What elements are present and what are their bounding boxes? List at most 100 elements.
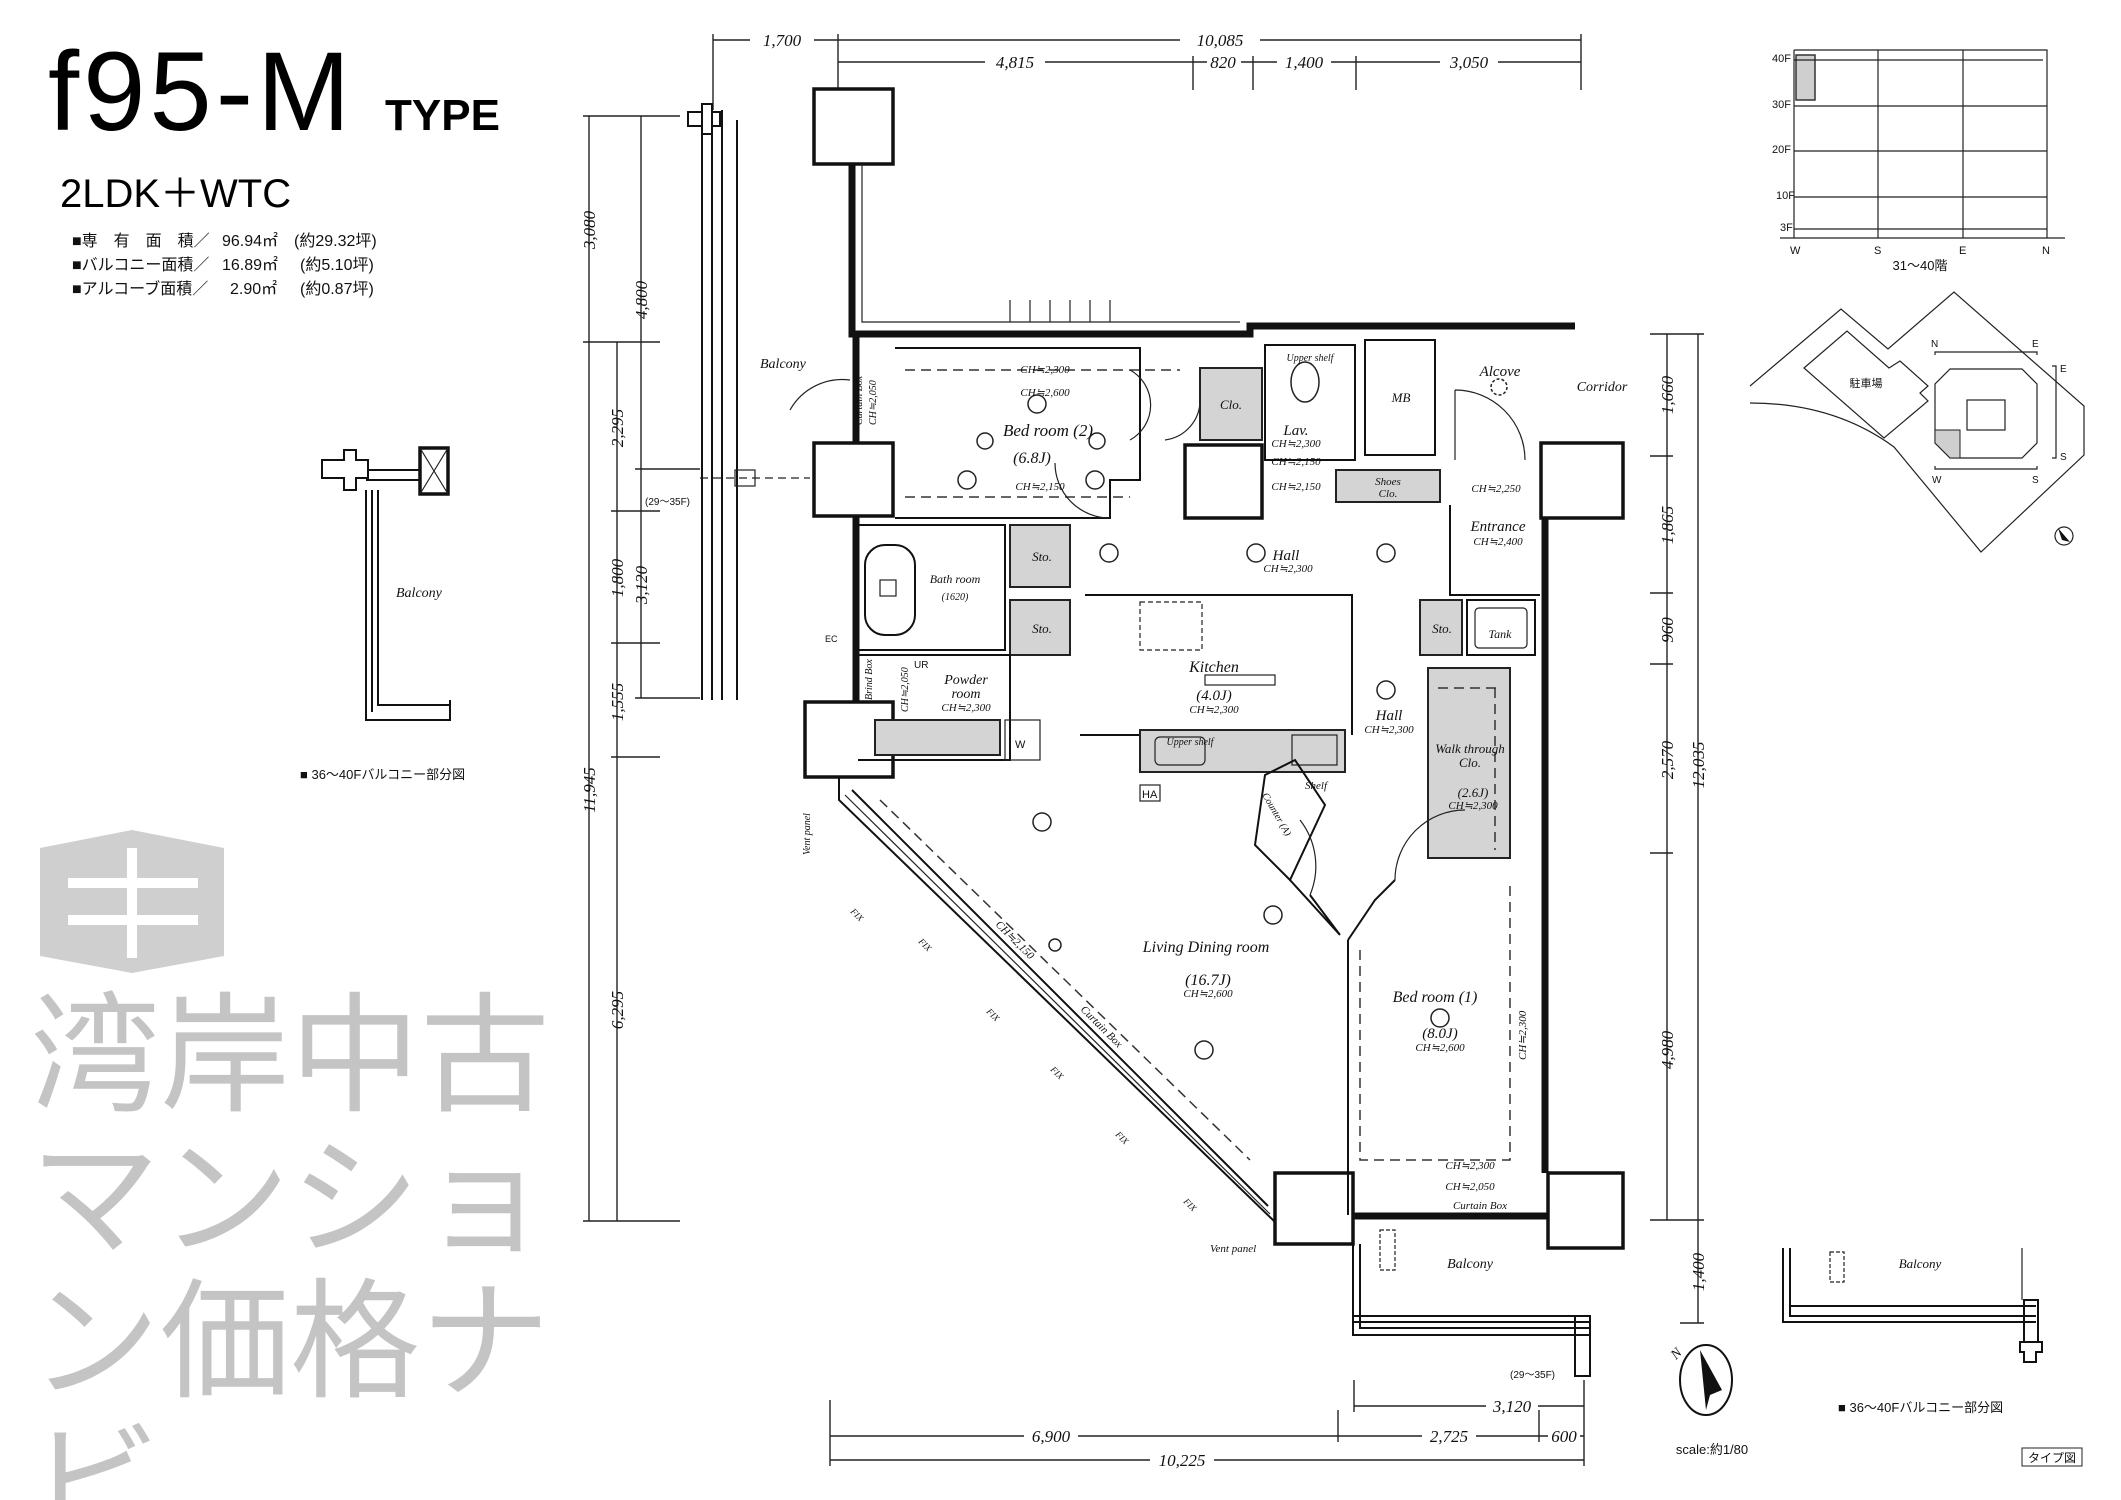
area-value: 96.94㎡ (222, 232, 278, 250)
balcony-detail-left: Balcony ■ 36～40Fバルコニー部分図 (300, 446, 465, 782)
room-name: Entrance (1470, 519, 1526, 535)
direction-label: E (1959, 245, 1966, 257)
vanity (874, 719, 1001, 756)
dimension-label: 1,700 (763, 31, 802, 50)
room-name: Sto. (1432, 621, 1452, 636)
floor-position-chart: 40F 30F 20F 10F 3F W S E N 31～40階 (1772, 49, 2065, 273)
blind-box-label: Brind Box (864, 659, 875, 700)
shelf-label: Shelf (1305, 780, 1329, 792)
shaft (1183, 443, 1264, 520)
dimension-label: 1,660 (1658, 375, 1677, 414)
plan-code: f95-M (48, 29, 354, 154)
dimensions-top: 1,700 10,085 4,815 820 1,400 3,050 (712, 30, 1582, 120)
dimension-label: 2,725 (1430, 1427, 1468, 1446)
fix-label: FIX (1181, 1196, 1199, 1214)
dimension-label: 3,120 (1492, 1397, 1532, 1416)
ceiling-height: CH≒2,050 (1445, 1181, 1495, 1193)
floors-note: (29～35F) (1510, 1370, 1555, 1381)
room-name: Alcove (1479, 364, 1521, 380)
room-name: Living Dining room (1142, 939, 1270, 956)
site-direction-label: E (2032, 339, 2039, 350)
header: f95-M TYPE 2LDK＋WTC ■専 有 面 積／ 96.94㎡ (約2… (48, 29, 500, 298)
dimension-label: 3,080 (580, 210, 599, 250)
room-name: Clo. (1379, 488, 1398, 500)
room-size: (1620) (942, 592, 969, 603)
dimension-label: 1,800 (608, 558, 627, 597)
dimension-label: 4,800 (632, 280, 651, 319)
room-name: Lav. (1282, 423, 1308, 439)
fix-label: FIX (984, 1006, 1002, 1024)
shelf-label: Upper shelf (1287, 353, 1335, 364)
dimension-label: 1,865 (1658, 506, 1677, 544)
dimensions-bottom: 3,120 6,900 2,725 600 10,225 (829, 1380, 1585, 1470)
ceiling-height: CH≒2,600 (1020, 387, 1070, 399)
ceiling-height: CH≒2,150 (1015, 481, 1065, 493)
ceiling-height: CH≒2,150 (1271, 481, 1321, 493)
fix-label: FIX (1048, 1064, 1066, 1082)
ceiling-height: CH≒2,600 (1415, 1042, 1465, 1054)
compass-icon-small (2054, 526, 2074, 546)
dimension-label: 2,570 (1658, 740, 1677, 779)
ceiling-height: CH≒2,300 (1020, 364, 1070, 376)
ec-label: EC (825, 634, 838, 644)
site-direction-label: N (1931, 339, 1938, 350)
storage (1009, 599, 1071, 656)
floor-label: 10F (1776, 190, 1795, 202)
ceiling-height: CH≒2,300 (1364, 724, 1414, 736)
fix-label: FIX (848, 906, 866, 924)
dimension-label: 10,225 (1159, 1451, 1206, 1470)
room-name: Powder (943, 673, 988, 688)
ceiling-height: CH≒2,050 (868, 380, 879, 425)
dimension-label: 6,295 (608, 991, 627, 1029)
site-direction-label: E (2060, 364, 2067, 375)
vent-panel-label: Vent panel (1210, 1243, 1256, 1255)
unit-plan: Balcony (29～35F) Bed room (2) (6.8J) CH≒… (645, 87, 1628, 1381)
dimension-label: 3,050 (1449, 53, 1489, 72)
room-name: Shoes (1375, 476, 1401, 488)
ceiling-height: CH≒2,400 (1473, 536, 1523, 548)
type-label: TYPE (385, 91, 500, 140)
washer-label: W (1015, 739, 1026, 751)
room-name: MB (1391, 390, 1411, 405)
watermark-text: 湾岸中古マンション価格ナビ (30, 980, 551, 1500)
dimension-label: 4,815 (996, 53, 1034, 72)
dimension-label: 600 (1551, 1427, 1577, 1446)
room-name: Clo. (1459, 755, 1481, 770)
scale-label: scale:約1/80 (1676, 1442, 1748, 1457)
balcony-detail-caption: ■ 36～40Fバルコニー部分図 (300, 767, 465, 782)
room-name: Hall (1272, 548, 1300, 564)
dimension-label: 1,400 (1689, 1252, 1708, 1291)
room-name: Bed room (1) (1393, 989, 1478, 1006)
vent-panel-label: Vent panel (802, 813, 813, 855)
area-tsubo: (約0.87坪) (300, 280, 374, 298)
ceiling-height: CH≒2,300 (1445, 1160, 1495, 1172)
floors-note: (29～35F) (645, 497, 690, 508)
room-size: (6.8J) (1013, 450, 1051, 467)
dimension-label: 1,555 (608, 683, 627, 721)
ha-label: HA (1142, 789, 1158, 801)
column (1273, 1171, 1355, 1246)
area-value: 16.89㎡ (222, 256, 278, 274)
dimension-label: 1,400 (1285, 53, 1324, 72)
direction-label: S (1874, 245, 1881, 257)
fix-label: FIX (916, 936, 934, 954)
dimension-label: 11,945 (580, 767, 599, 813)
shoes-closet (1335, 469, 1441, 503)
area-tsubo: (約5.10坪) (300, 256, 374, 274)
area-label: ■専 有 面 積／ (72, 232, 210, 250)
storage (1009, 524, 1071, 588)
floor-chart-caption: 31～40階 (1893, 258, 1948, 273)
watermark-logo (40, 830, 224, 973)
dimensions-right: 1,660 1,865 960 2,570 4,980 12,035 1,400 (1650, 333, 1708, 1324)
floor-label: 3F (1780, 222, 1793, 234)
room-name: Hall (1375, 708, 1403, 724)
room-size: (4.0J) (1196, 688, 1231, 704)
room-name: Bed room (2) (1003, 421, 1093, 440)
dimension-label: 2,295 (608, 409, 627, 447)
balcony-detail-right: Balcony ■ 36～40Fバルコニー部分図 (1782, 1248, 2043, 1415)
room-size: (8.0J) (1422, 1026, 1457, 1042)
counter-label: Counter (A) (1259, 791, 1293, 839)
area-list: ■専 有 面 積／ 96.94㎡ (約29.32坪) ■バルコニー面積／ 16.… (72, 232, 377, 298)
room-name: Sto. (1032, 621, 1052, 636)
